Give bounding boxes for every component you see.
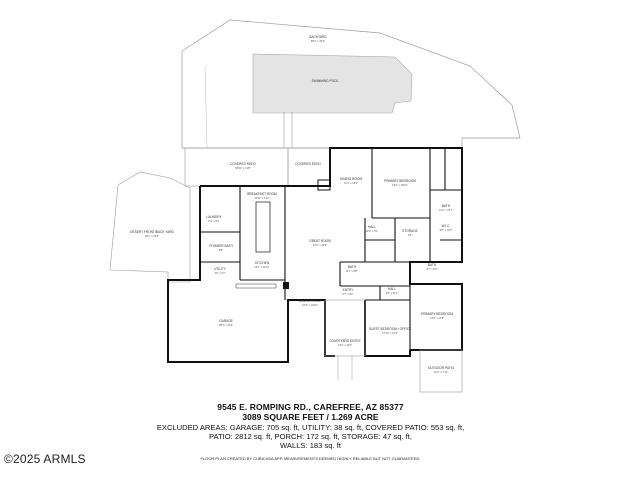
room-label-swimming-pool: SWIMMING POOL (312, 79, 339, 83)
disclaimer: FLOOR PLAN CREATED BY CUBICASA APP. MEAS… (200, 456, 421, 461)
room-dims-kitchen: 15'1" x 11'10" (254, 265, 270, 269)
room-label-bath-3: BATH (428, 263, 437, 267)
room-dims-entry: 6'7" x 8'2" (342, 292, 353, 296)
room-label-outdoor-patio: OUTDOOR PATIO (428, 366, 455, 370)
swimming-pool (252, 53, 413, 114)
room-dims-desert-landscape: 38'1" x 16'6" (145, 234, 159, 238)
armls-watermark: ©2025 ARMLS (4, 452, 86, 466)
room-dims-hall: 10'0" x 6'1" (366, 229, 379, 233)
house-walls (167, 147, 463, 363)
room-label-bath-2: BATH (348, 265, 357, 269)
room-dims-outdoor-patio: 10'2" x 7'11" (434, 370, 448, 374)
room-dims-dining: 11'4" x 13'4" (344, 181, 358, 185)
excluded-areas-line-2: PATIO: 2812 sq. ft, PORCH: 172 sq. ft, S… (209, 432, 412, 441)
room-dims-hall-2: 6'5" x 11'1" (386, 291, 399, 295)
room-label-utility: UTILITY (214, 267, 227, 271)
room-label-dining: DINING ROOM (340, 177, 362, 181)
desert-landscape-outline (109, 171, 191, 283)
room-label-powder: POWDER BATH (209, 244, 233, 248)
room-label-guest-bedroom: GUEST BEDROOM / OFFICE (369, 327, 412, 331)
room-label-breakfast: BREAKFAST ROOM (247, 192, 277, 196)
room-dims-storage: 4'6" (408, 233, 412, 237)
room-label-primary-bedroom: PRIMARY BEDROOM (384, 179, 416, 183)
path-line (204, 65, 208, 149)
room-label-entry: ENTRY (343, 288, 355, 292)
room-label-courtyard: COURTYARD ENTRY (329, 339, 361, 343)
room-label-hall: HALL (368, 225, 376, 229)
courtyard-area (324, 299, 366, 357)
room-dims-laundry: 8'4" x 9'3" (208, 219, 219, 223)
room-label-laundry: LAUNDRY (206, 215, 222, 219)
property-address: 9545 E. ROMPING RD., CAREFREE, AZ 85377 (217, 402, 404, 412)
room-dims-great-room: 22'0" x 20'8" (313, 243, 327, 247)
kitchen-island (255, 201, 271, 253)
room-dims-powder: 6'8" (219, 248, 223, 252)
room-dims-wic: 6'8" x 10'3" (440, 228, 453, 232)
room-dims-garage: 28'3" x 23'3" (219, 323, 233, 327)
room-label-covered-patio: COVERED PATIO (230, 162, 256, 166)
excluded-areas-line-1: EXCLUDED AREAS: GARAGE: 705 sq. ft, UTIL… (156, 423, 465, 432)
room-dims-bath: 11'9" x 15'7" (439, 208, 453, 212)
room-label-storage: STORAGE (402, 229, 418, 233)
room-label-kitchen: KITCHEN (255, 261, 270, 265)
room-dims-covered-patio: 38'11" x 13'8" (235, 166, 251, 170)
room-label-wic: W.I.C. (442, 224, 451, 228)
room-dims-primary-bedroom-2: 13'6" x 17'8" (430, 316, 444, 320)
room-label-bath: BATH (442, 204, 451, 208)
room-label-hall-2: HALL (388, 287, 396, 291)
column (283, 282, 289, 289)
room-label-backyard: BACKYARD (309, 35, 327, 39)
room-label-dining-2: DINING ROOM (299, 299, 321, 303)
room-dims-bath-3: 6'7" x 8'2" (426, 267, 437, 271)
room-label-desert-landscape: DESERT FRONT/BACK YARD (130, 230, 174, 234)
garage-entry-steps (235, 283, 277, 289)
room-dims-backyard: 88'4" x 46'0" (311, 39, 325, 43)
room-dims-utility: 4'6" x 5'7" (214, 271, 225, 275)
outdoor-patio-area (419, 349, 463, 393)
fireplace (317, 179, 331, 191)
room-labels: BACKYARD 88'4" x 46'0" SWIMMING POOL COV… (130, 35, 455, 374)
square-footage: 3089 SQUARE FEET / 1.269 ACRE (242, 412, 379, 422)
room-dims-dining-2: 10'6" x 12'10" (302, 303, 318, 307)
interior-walls (200, 148, 462, 350)
room-dims-primary-bedroom: 16'4" x 18'10" (392, 183, 408, 187)
room-dims-guest-bedroom: 17'10" x 13'4" (382, 331, 398, 335)
walls-area: WALLS: 183 sq. ft (280, 441, 341, 450)
room-label-covered-patio-2: COVERED PATIO (295, 162, 321, 166)
room-dims-bath-2: 8'4" x 9'8" (346, 269, 357, 273)
room-label-primary-bedroom-2: PRIMARY BEDROOM (421, 312, 453, 316)
room-dims-breakfast: 10'11" x 11'1" (254, 196, 269, 200)
room-label-garage: GARAGE (219, 319, 233, 323)
room-dims-courtyard: 13'4" x 13'0" (338, 343, 352, 347)
room-label-great-room: GREAT ROOM (309, 239, 331, 243)
